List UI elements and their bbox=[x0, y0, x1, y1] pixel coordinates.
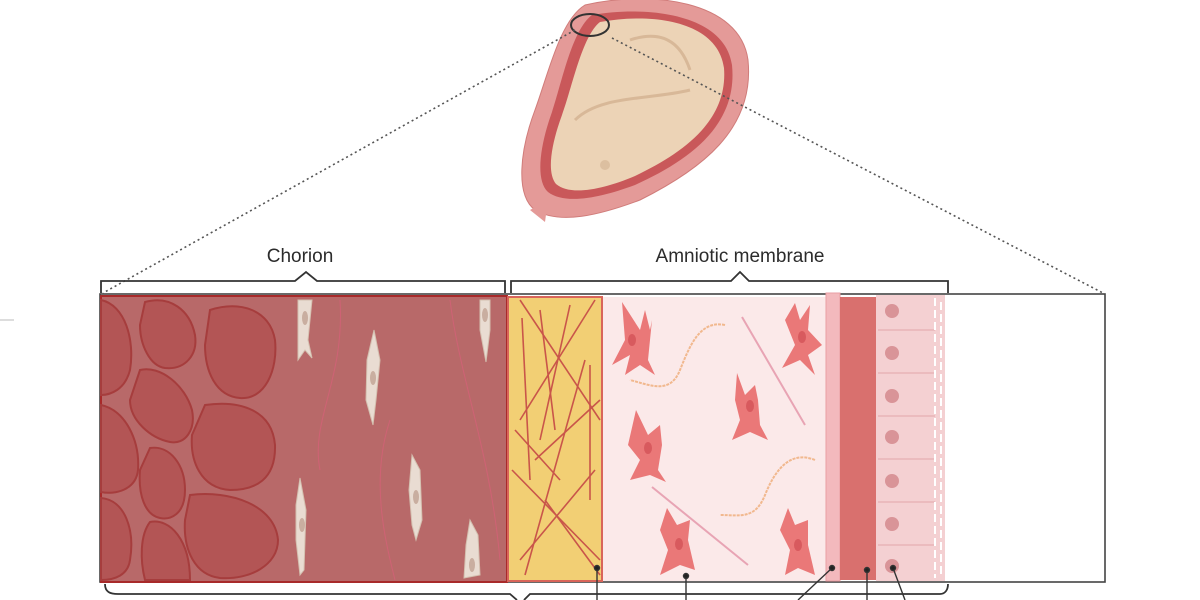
chorion-bracket bbox=[100, 270, 506, 293]
layer-pointers bbox=[593, 564, 906, 600]
amniotic-bracket bbox=[510, 270, 949, 293]
stroma-layer bbox=[603, 297, 826, 581]
amniotic-membrane-label: Amniotic membrane bbox=[656, 246, 825, 267]
compact-layer bbox=[507, 296, 603, 582]
zoom-line-right bbox=[611, 37, 1104, 294]
chorion-label: Chorion bbox=[267, 246, 334, 267]
bottom-brace bbox=[104, 583, 949, 600]
zoom-region-marker bbox=[570, 13, 610, 37]
uterus-fetus-illustration bbox=[521, 0, 750, 222]
zoom-line-left bbox=[102, 29, 576, 294]
trophoblast-cells bbox=[100, 298, 280, 582]
dense-band bbox=[840, 297, 876, 580]
chorion-layer bbox=[100, 295, 508, 583]
amniotic-epithelium bbox=[876, 295, 945, 581]
basement-membrane bbox=[825, 292, 841, 582]
